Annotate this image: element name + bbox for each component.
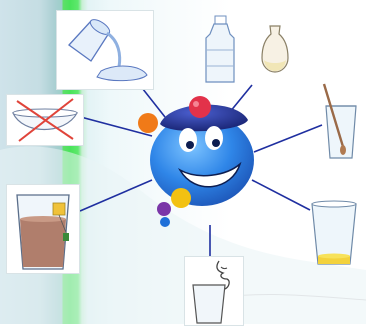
orange-ball bbox=[138, 113, 158, 133]
yellow-ball bbox=[171, 188, 191, 208]
blue-ball bbox=[160, 217, 170, 227]
beret-pom-pom bbox=[189, 96, 211, 118]
purple-ball bbox=[157, 202, 171, 216]
